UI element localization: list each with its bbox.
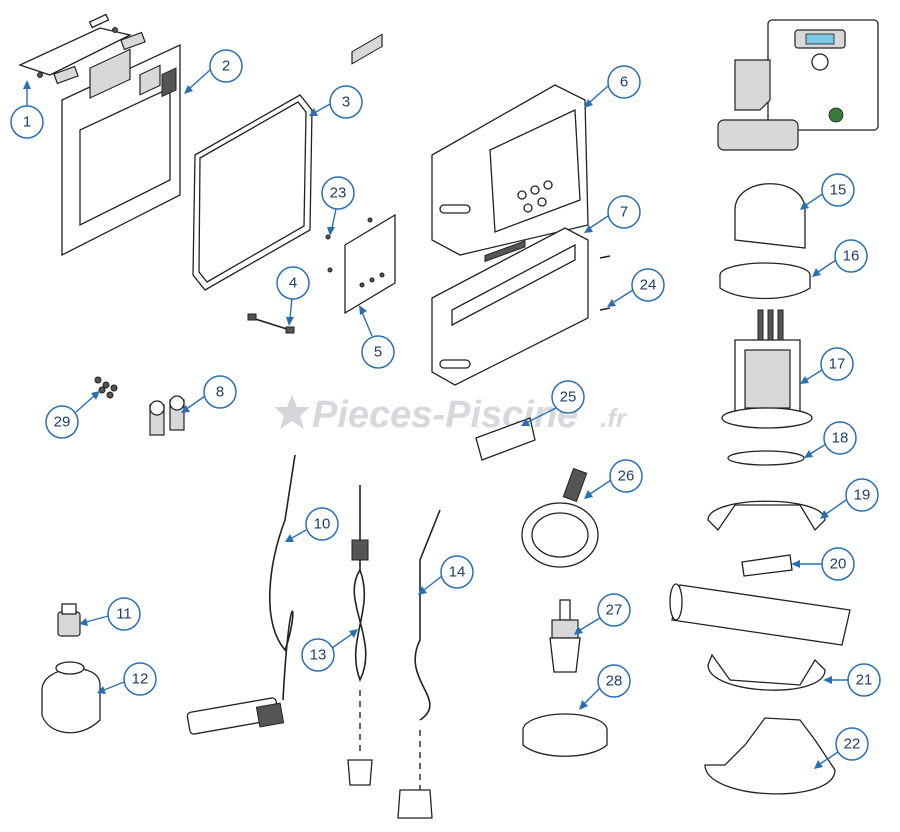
part-22-base: [704, 717, 836, 795]
callout-label-26: 26: [618, 468, 635, 485]
watermark: Pieces-Piscine .fr: [274, 394, 628, 436]
callout-label-2: 2: [222, 58, 230, 75]
callout-label-12: 12: [132, 671, 149, 688]
watermark-text: Pieces-Piscine: [312, 394, 578, 436]
callout-2: 2: [184, 49, 243, 94]
part-12-saddle-clamp: [41, 661, 101, 734]
part-14-cell-cable: [397, 509, 441, 819]
part-15-dome-cap: [734, 183, 806, 249]
part-8-cable-glands: [149, 395, 185, 436]
part-28-cap: [522, 713, 608, 757]
callout-20: 20: [791, 547, 855, 581]
callout-21: 21: [823, 663, 881, 697]
callout-label-13: 13: [310, 647, 327, 664]
part-18-o-ring: [727, 450, 805, 466]
callout-label-23: 23: [330, 185, 347, 202]
callout-3: 3: [309, 85, 363, 119]
part-1-mounting-bracket: [18, 13, 146, 85]
part-16-ring-nut: [719, 262, 811, 300]
callout-label-4: 4: [289, 275, 297, 292]
callout-22: 22: [814, 727, 869, 769]
callout-label-28: 28: [606, 673, 623, 690]
part-23-screws: [325, 217, 373, 273]
watermark-suffix: .fr: [600, 403, 628, 433]
callout-29: 29: [45, 391, 100, 439]
callout-label-22: 22: [844, 736, 861, 753]
part-5-display-board: [344, 33, 396, 315]
part-27-sensor: [549, 599, 581, 673]
part-19-housing-top: [707, 500, 826, 532]
part-20-flow-switch: [741, 554, 793, 577]
part-21-housing-lower: [707, 653, 826, 691]
callout-23: 23: [321, 176, 355, 236]
callout-label-27: 27: [606, 602, 623, 619]
part-11-fitting: [57, 603, 81, 637]
product-photo: [717, 19, 879, 151]
callout-label-21: 21: [856, 672, 873, 689]
part-7-lower-cover: [431, 227, 589, 386]
callouts: 1 2 3 23 4: [10, 49, 881, 769]
callout-18: 18: [804, 421, 857, 458]
callout-label-11: 11: [116, 606, 132, 623]
callout-label-16: 16: [843, 248, 860, 265]
callout-label-17: 17: [829, 356, 846, 373]
part-3-gasket: [192, 94, 313, 291]
part-10-temperature-probe: [186, 454, 296, 735]
callout-label-24: 24: [640, 277, 657, 294]
part-25-terminal-block: [475, 240, 536, 461]
callout-11: 11: [79, 597, 141, 631]
callout-8: 8: [181, 375, 237, 413]
callout-label-6: 6: [620, 74, 628, 91]
callout-7: 7: [584, 195, 641, 233]
callout-26: 26: [584, 459, 643, 499]
watermark-star-icon: [274, 395, 310, 429]
callout-6: 6: [584, 65, 641, 108]
part-2-power-board: [61, 43, 181, 257]
callout-label-14: 14: [449, 564, 466, 581]
callout-label-15: 15: [830, 182, 847, 199]
part-17-electrolysis-cell: [721, 309, 813, 429]
callout-27: 27: [574, 593, 631, 635]
callout-label-1: 1: [23, 114, 31, 131]
callout-16: 16: [812, 239, 868, 277]
callout-label-5: 5: [374, 344, 382, 361]
part-26-union-nut: [521, 467, 599, 568]
callout-label-18: 18: [832, 430, 849, 447]
callout-label-20: 20: [830, 556, 847, 573]
callout-12: 12: [97, 662, 157, 696]
callout-24: 24: [607, 268, 665, 307]
callout-1: 1: [10, 80, 44, 139]
callout-14: 14: [418, 555, 474, 595]
part-13-power-cable: [347, 485, 373, 786]
callout-label-3: 3: [342, 94, 350, 111]
part-4-ribbon-cable: [247, 313, 295, 334]
part-24-screws: [599, 255, 611, 311]
callout-label-25: 25: [560, 389, 577, 406]
part-6-front-cover: [431, 84, 589, 256]
callout-13: 13: [301, 629, 358, 672]
callout-label-7: 7: [620, 204, 628, 221]
callout-5: 5: [359, 305, 395, 369]
callout-19: 19: [820, 478, 879, 519]
callout-25: 25: [521, 380, 585, 426]
callout-4: 4: [276, 266, 310, 326]
pipe: [669, 583, 851, 646]
callout-15: 15: [800, 173, 855, 210]
part-29-screws: [94, 376, 118, 399]
callout-label-8: 8: [216, 384, 224, 401]
callout-label-29: 29: [54, 414, 71, 431]
callout-28: 28: [579, 664, 631, 710]
callout-10: 10: [285, 507, 339, 542]
callout-label-10: 10: [314, 516, 331, 533]
callout-label-19: 19: [854, 487, 871, 504]
callout-17: 17: [800, 347, 854, 384]
